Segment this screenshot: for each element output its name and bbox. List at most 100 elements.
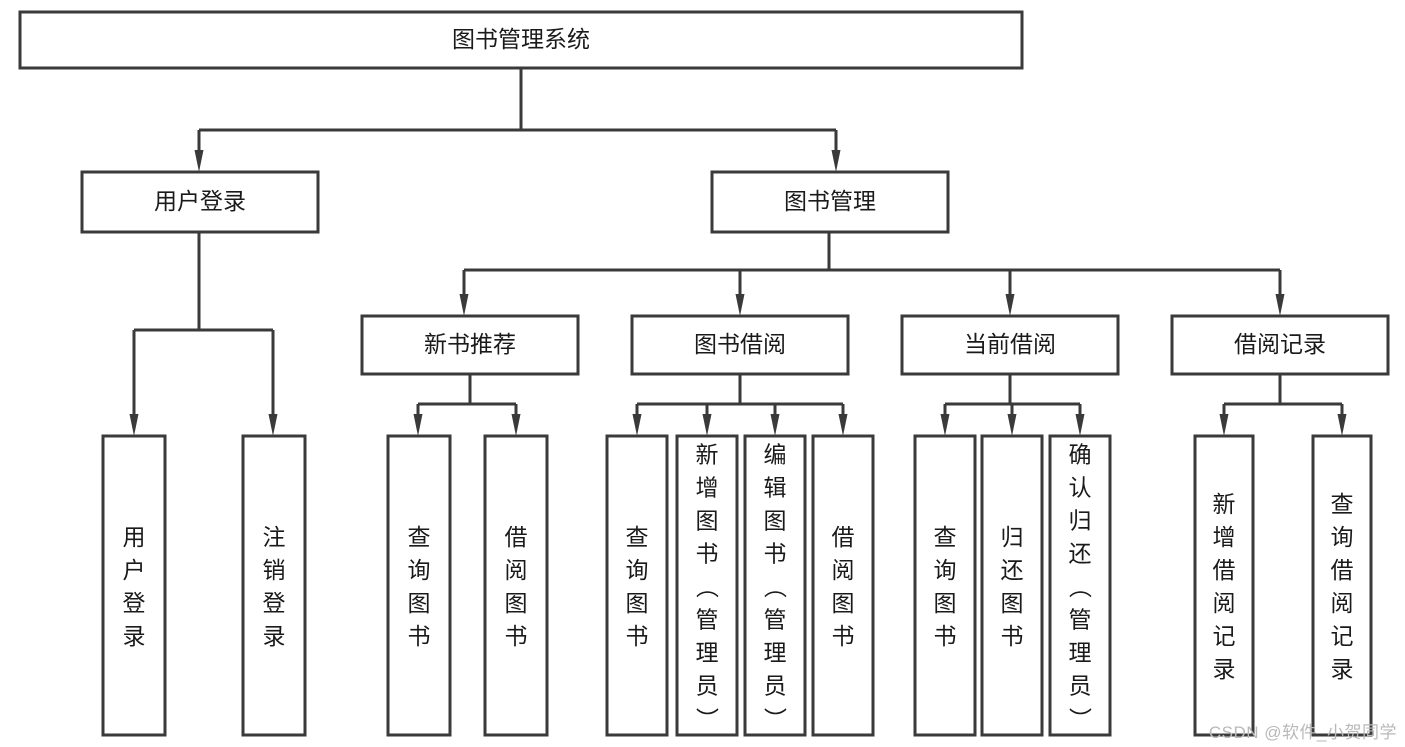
node-label-new-book-recommend: 新书推荐 <box>424 331 516 357</box>
arrow-to-book-manage <box>831 150 841 172</box>
node-label-leaf-add-book-char-0: 新 <box>696 442 719 468</box>
node-label-leaf-borrow-book-1-char-2: 图 <box>505 590 528 616</box>
edge-root-bus <box>197 68 838 160</box>
edge-manage-bus <box>462 232 1282 304</box>
node-box-leaf-user-logout[interactable] <box>241 434 307 737</box>
node-label-leaf-edit-book-char-1: 辑 <box>764 475 787 501</box>
node-label-leaf-query-book-2-char-2: 图 <box>626 590 649 616</box>
node-box-book-manage[interactable] <box>710 170 950 234</box>
node-new-book-recommend[interactable]: 新书推荐 <box>360 314 580 376</box>
node-label-leaf-borrow-book-1-char-1: 阅 <box>505 557 528 583</box>
node-box-borrow-record[interactable] <box>1170 314 1390 376</box>
node-label-root: 图书管理系统 <box>452 26 590 52</box>
node-current-borrow[interactable]: 当前借阅 <box>900 314 1120 376</box>
node-label-leaf-return-book-char-2: 图 <box>1001 590 1024 616</box>
arrow-leaf-13 <box>1337 414 1347 436</box>
node-label-leaf-add-book-char-1: 增 <box>696 475 719 501</box>
node-label-leaf-query-book-1-char-2: 图 <box>408 590 431 616</box>
node-label-leaf-borrow-book-2-char-1: 阅 <box>832 557 855 583</box>
node-label-leaf-query-book-1-char-0: 查 <box>408 524 431 550</box>
node-label-leaf-user-login-char-1: 户 <box>123 557 146 583</box>
arrow-leaf-1 <box>129 414 139 436</box>
node-box-current-borrow[interactable] <box>900 314 1120 376</box>
node-label-leaf-edit-book-char-4: （ <box>762 575 788 598</box>
node-box-leaf-borrow-book-1[interactable] <box>483 434 549 737</box>
node-box-leaf-edit-book[interactable] <box>743 434 807 737</box>
node-label-book-borrow: 图书借阅 <box>694 331 786 357</box>
connector-arrowheads <box>129 150 1347 436</box>
node-label-leaf-confirm-return-char-0: 确 <box>1069 442 1092 468</box>
node-box-leaf-borrow-book-2[interactable] <box>811 434 875 737</box>
arrow-to-record <box>1275 294 1285 316</box>
node-box-new-book-recommend[interactable] <box>360 314 580 376</box>
node-box-book-borrow[interactable] <box>630 314 850 376</box>
node-label-leaf-add-borrow-record-char-1: 增 <box>1213 524 1236 550</box>
node-label-leaf-query-book-3-char-1: 询 <box>934 557 957 583</box>
node-box-leaf-query-book-3[interactable] <box>913 434 977 737</box>
node-label-leaf-query-borrow-record-char-2: 借 <box>1331 557 1354 583</box>
edge-user-bus <box>132 232 275 424</box>
node-box-leaf-user-login[interactable] <box>101 434 167 737</box>
node-box-leaf-query-borrow-record[interactable] <box>1311 434 1373 737</box>
node-box-leaf-add-borrow-record[interactable] <box>1193 434 1255 737</box>
node-label-leaf-query-borrow-record-char-0: 查 <box>1331 491 1354 517</box>
node-label-leaf-add-book-char-7: 员 <box>696 673 719 699</box>
node-box-leaf-return-book[interactable] <box>980 434 1044 737</box>
node-box-leaf-query-book-2[interactable] <box>605 434 669 737</box>
arrow-leaf-10 <box>1007 414 1017 436</box>
node-book-borrow[interactable]: 图书借阅 <box>630 314 850 376</box>
node-label-leaf-confirm-return-char-8: ） <box>1067 707 1093 730</box>
node-book-manage[interactable]: 图书管理 <box>710 170 950 234</box>
arrow-leaf-5 <box>632 414 642 436</box>
node-label-leaf-query-book-1-char-3: 书 <box>408 623 431 649</box>
node-user-login[interactable]: 用户登录 <box>80 170 320 234</box>
node-root[interactable]: 图书管理系统 <box>18 10 1024 70</box>
node-label-leaf-edit-book-char-2: 图 <box>764 508 787 534</box>
node-label-leaf-user-logout-char-0: 注 <box>263 524 286 550</box>
node-label-leaf-user-login-char-0: 用 <box>123 524 146 550</box>
node-label-leaf-query-borrow-record-char-5: 录 <box>1331 656 1354 682</box>
node-label-leaf-add-book-char-5: 管 <box>696 607 719 633</box>
node-label-leaf-edit-book-char-0: 编 <box>764 442 787 468</box>
node-label-leaf-edit-book-char-5: 管 <box>764 607 787 633</box>
node-label-leaf-query-borrow-record-char-3: 阅 <box>1331 590 1354 616</box>
node-label-leaf-edit-book-char-7: 员 <box>764 673 787 699</box>
node-label-leaf-edit-book-char-8: ） <box>762 707 788 730</box>
edge-borrow-bus <box>635 374 845 424</box>
node-label-leaf-query-book-3-char-3: 书 <box>934 623 957 649</box>
node-label-leaf-query-book-1-char-1: 询 <box>408 557 431 583</box>
node-label-leaf-add-borrow-record-char-2: 借 <box>1213 557 1236 583</box>
node-borrow-record[interactable]: 借阅记录 <box>1170 314 1390 376</box>
node-label-leaf-query-book-3-char-0: 查 <box>934 524 957 550</box>
node-box-user-login[interactable] <box>80 170 320 234</box>
node-label-leaf-add-book-char-8: ） <box>694 707 720 730</box>
node-box-leaf-query-book-1[interactable] <box>386 434 452 737</box>
node-label-leaf-add-book-char-2: 图 <box>696 508 719 534</box>
node-label-leaf-add-book-char-3: 书 <box>696 541 719 567</box>
node-box-leaf-add-book[interactable] <box>675 434 739 737</box>
node-label-leaf-confirm-return-char-4: （ <box>1067 575 1093 598</box>
node-label-leaf-user-login-char-3: 录 <box>123 623 146 649</box>
node-leaf-user-login[interactable]: 用户登录 <box>101 434 167 737</box>
node-label-leaf-query-book-2-char-1: 询 <box>626 557 649 583</box>
node-label-borrow-record: 借阅记录 <box>1234 331 1326 357</box>
node-label-leaf-return-book-char-1: 还 <box>1001 557 1024 583</box>
arrow-leaf-4 <box>511 414 521 436</box>
node-label-leaf-borrow-book-1-char-0: 借 <box>505 524 528 550</box>
arrow-leaf-2 <box>268 414 278 436</box>
node-label-leaf-confirm-return-char-1: 认 <box>1069 475 1092 501</box>
node-box-leaf-confirm-return[interactable] <box>1048 434 1112 737</box>
node-box-root[interactable] <box>18 10 1024 70</box>
